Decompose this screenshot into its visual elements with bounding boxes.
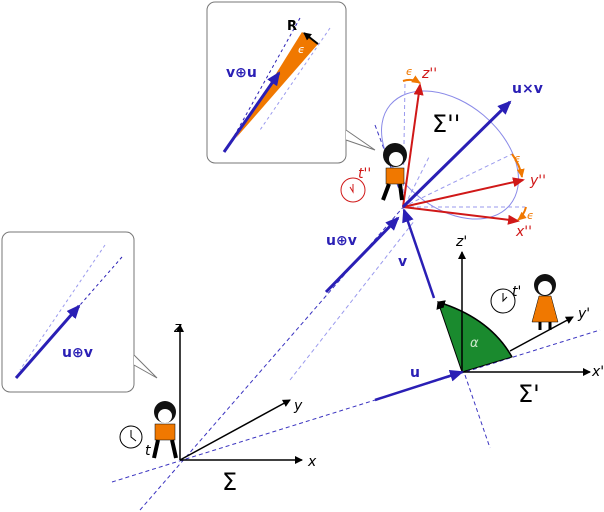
- inset-top-rotation-detail: [206, 1, 376, 164]
- y-double-prime-label: y'': [529, 173, 546, 189]
- epsilon-x-label: ϵ: [527, 209, 534, 222]
- u-plus-v-inset-label: u⊕v: [62, 345, 93, 361]
- observer-sigma-double-prime: [340, 143, 407, 203]
- epsilon-arc-z: [402, 75, 421, 84]
- z-axis-label: z: [173, 320, 182, 336]
- x-double-prime-label: x'': [515, 224, 532, 240]
- R-label: R: [287, 19, 297, 34]
- x-axis-label: x: [307, 454, 317, 470]
- epsilon-arc-x: [517, 206, 527, 221]
- v-label: v: [398, 254, 407, 270]
- inset-left-boost-detail: [1, 231, 158, 393]
- x-prime-label: x': [591, 364, 604, 380]
- epsilon-y-label: ϵ: [514, 152, 521, 165]
- z-double-prime-axis: [402, 83, 424, 208]
- y-axis-label: y: [293, 398, 303, 414]
- sigma-double-prime-label: Σ'': [432, 110, 460, 138]
- u-vector: [374, 369, 464, 402]
- sigma-label: Σ: [222, 468, 237, 496]
- u-cross-v-label: u×v: [512, 81, 543, 97]
- alpha-arc-arrow: [437, 300, 513, 358]
- observer-sigma: [119, 401, 178, 459]
- sigma-prime-frame-axes: [458, 251, 591, 376]
- sigma-frame-axes: [176, 324, 303, 464]
- epsilon-z-label: ϵ: [406, 65, 413, 78]
- x-double-prime-axis: [402, 206, 520, 225]
- alpha-label: α: [470, 336, 479, 351]
- u-cross-v-vector: [401, 100, 512, 209]
- y-axis: [179, 399, 291, 461]
- t-label: t: [145, 443, 151, 459]
- v-plus-u-label: v⊕u: [226, 65, 257, 81]
- epsilon-arc-y: [511, 153, 525, 178]
- z-prime-label: z': [455, 234, 467, 250]
- epsilon-inset-label: ϵ: [298, 43, 305, 56]
- t-prime-label: t': [512, 284, 521, 300]
- z-double-prime-label: z'': [421, 66, 437, 82]
- y-double-prime-axis: [402, 177, 525, 208]
- y-prime-label: y': [577, 306, 590, 322]
- u-label: u: [410, 365, 420, 381]
- t-double-prime-label: t'': [358, 166, 371, 182]
- sigma-prime-label: Σ': [518, 380, 540, 408]
- u-plus-v-vector: [324, 216, 400, 294]
- observer-sigma-prime: [490, 274, 559, 330]
- u-plus-v-label: u⊕v: [326, 233, 357, 249]
- v-vector: [402, 208, 436, 299]
